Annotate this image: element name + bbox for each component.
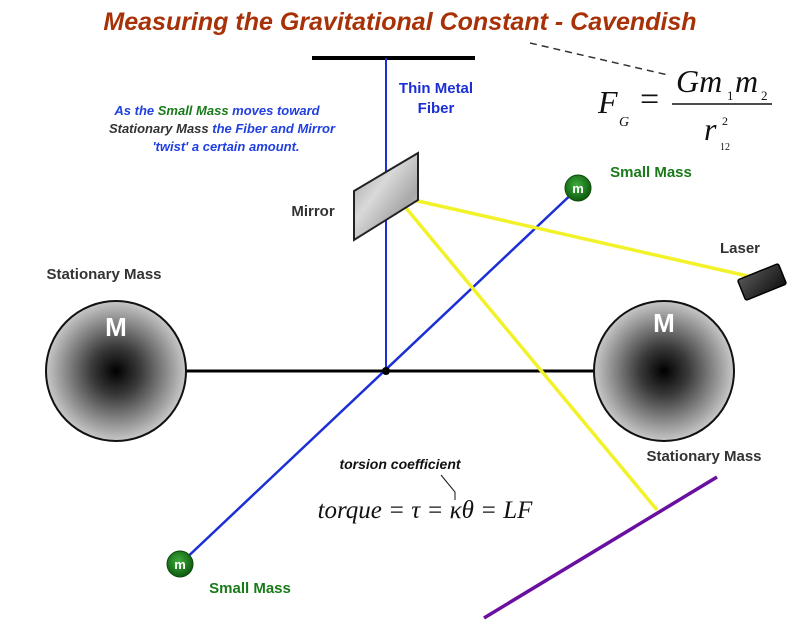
formula-denominator-sup: 2	[722, 114, 728, 128]
small-mass-bottom-symbol: m	[174, 557, 186, 572]
stationary-mass-left	[45, 300, 187, 442]
torsion-balance-arm	[179, 187, 579, 565]
torsion-coefficient-label: torsion coefficient	[339, 456, 461, 472]
laser-incident-beam	[395, 194, 753, 279]
formula-equals: =	[640, 81, 659, 118]
laser-label: Laser	[720, 240, 760, 257]
small-mass-top	[564, 174, 592, 202]
twist-note-line3: 'twist' a certain amount.	[152, 139, 299, 154]
stationary-mass-left-label: Stationary Mass	[46, 266, 161, 283]
measurement-scale	[483, 475, 718, 620]
twist-note-line2: Stationary Mass the Fiber and Mirror	[109, 121, 336, 136]
formula-numerator-sub1: 1	[727, 88, 734, 103]
formula-denominator-sub: 12	[720, 142, 730, 153]
small-mass-top-symbol: m	[572, 181, 584, 196]
fiber-label-line1: Thin Metal	[399, 80, 473, 97]
stationary-mass-right-label: Stationary Mass	[646, 448, 761, 465]
mirror-label: Mirror	[291, 203, 335, 220]
formula-numerator-gm: Gm	[676, 63, 722, 99]
stationary-mass-right-symbol: M	[653, 308, 675, 338]
torque-equation: torque = τ = κθ = LF	[318, 497, 534, 524]
page-title: Measuring the Gravitational Constant - C…	[103, 8, 696, 36]
laser-reflected-beam	[394, 194, 659, 512]
formula-denominator-r: r	[704, 111, 717, 147]
stationary-mass-right	[593, 300, 735, 442]
mirror	[353, 151, 419, 242]
small-mass-bottom	[166, 550, 194, 578]
gravitation-formula: F G = Gm 1 m 2 r 2 12	[597, 63, 772, 153]
small-mass-bottom-label: Small Mass	[209, 580, 291, 597]
title-pointer-line	[529, 42, 669, 76]
pivot-point	[382, 367, 390, 375]
formula-numerator-m: m	[735, 63, 758, 99]
fiber-label-line2: Fiber	[418, 100, 455, 117]
laser-device	[737, 263, 787, 301]
formula-numerator-sub2: 2	[761, 88, 768, 103]
formula-lhs-subscript: G	[619, 115, 629, 130]
formula-lhs: F	[597, 84, 618, 120]
twist-note-line1: As the Small Mass moves toward	[113, 103, 320, 118]
torsion-coefficient-pointer	[440, 474, 456, 500]
small-mass-top-label: Small Mass	[610, 164, 692, 181]
stationary-mass-left-symbol: M	[105, 312, 127, 342]
